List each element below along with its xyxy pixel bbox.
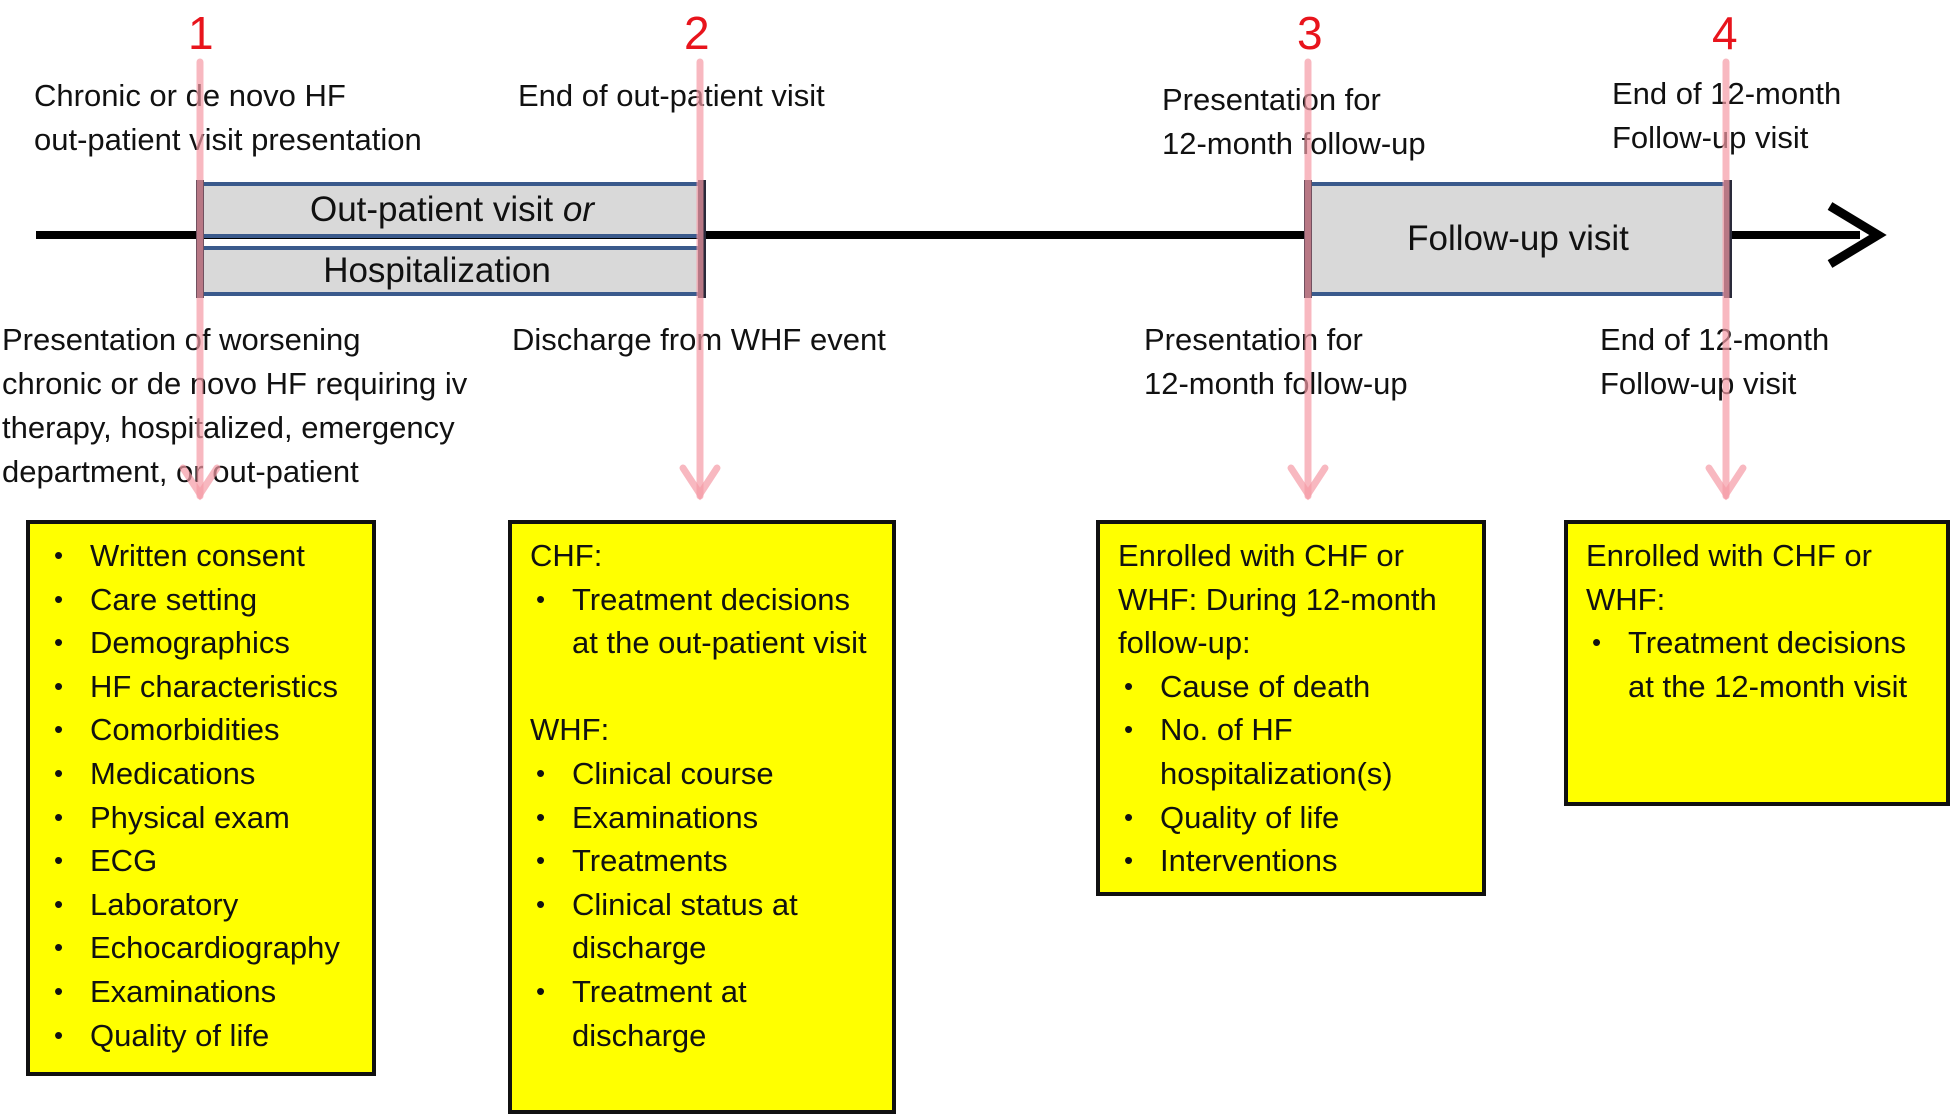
above-label-4: End of 12-month Follow-up visit [1612, 72, 1841, 160]
above-label-2-line: End of out-patient visit [518, 78, 825, 113]
outpatient-visit-text: Out-patient visit [309, 190, 554, 229]
marker-number-1: 1 [188, 7, 214, 59]
box-3-heading: Enrolled with CHF or WHF: During 12-mont… [1118, 538, 1437, 661]
box-2-whf-item: Clinical course [530, 752, 878, 796]
box-2-whf-list: Clinical course Examinations Treatments … [530, 752, 878, 1057]
below-label-1-line: department, or out-patient [2, 454, 359, 489]
followup-visit-text: Follow-up visit [1407, 219, 1629, 258]
marker-arrowhead-4 [1705, 464, 1747, 501]
marker-arrowhead-2 [679, 464, 721, 501]
marker-arrowhead-3 [1287, 464, 1329, 501]
box-3-item: Quality of life [1118, 796, 1468, 840]
box-1-item: Echocardiography [48, 926, 358, 970]
box-1-item: Medications [48, 752, 358, 796]
box-1-item: Care setting [48, 578, 358, 622]
box-2-spacer [530, 665, 878, 709]
box-1-item: Quality of life [48, 1014, 358, 1058]
box-1-item: HF characteristics [48, 665, 358, 709]
box-1-item: Demographics [48, 621, 358, 665]
below-label-1-line: chronic or de novo HF requiring iv [2, 366, 468, 401]
below-label-3-line: 12-month follow-up [1144, 366, 1408, 401]
above-label-3-line: 12-month follow-up [1162, 126, 1426, 161]
above-label-4-line: Follow-up visit [1612, 120, 1809, 155]
box-1-item: Written consent [48, 534, 358, 578]
box-1-item: ECG [48, 839, 358, 883]
below-label-4-line: Follow-up visit [1600, 366, 1797, 401]
box-3-item: Cause of death [1118, 665, 1468, 709]
box-1-item: Comorbidities [48, 708, 358, 752]
below-label-1: Presentation of worsening chronic or de … [2, 318, 467, 494]
data-box-3: Enrolled with CHF or WHF: During 12-mont… [1096, 520, 1486, 896]
box-3-item: Interventions [1118, 839, 1468, 883]
box-3-item: No. of HF hospitalization(s) [1118, 708, 1468, 795]
box-2-chf-list: Treatment decisions at the out-patient v… [530, 578, 878, 665]
above-label-1: Chronic or de novo HF out-patient visit … [34, 74, 422, 162]
box-1-item: Physical exam [48, 796, 358, 840]
box-2-whf-item: Clinical status at discharge [530, 883, 878, 970]
below-label-4: End of 12-month Follow-up visit [1600, 318, 1829, 406]
above-label-4-line: End of 12-month [1612, 76, 1842, 111]
box-2-whf-item: Examinations [530, 796, 878, 840]
marker-number-2: 2 [684, 7, 710, 59]
box-1-list: Written consent Care setting Demographic… [48, 534, 358, 1057]
above-label-1-line: Chronic or de novo HF [34, 78, 346, 113]
box-2-chf-item: Treatment decisions at the out-patient v… [530, 578, 878, 665]
box-2-whf-item: Treatment at discharge [530, 970, 878, 1057]
data-box-1: Written consent Care setting Demographic… [26, 520, 376, 1076]
marker-number-4: 4 [1712, 7, 1738, 59]
outpatient-or-text: or [562, 190, 594, 229]
timeline-arrowhead [1827, 202, 1887, 268]
outpatient-visit-bar: Out-patient visit or [200, 182, 704, 238]
hospitalization-text: Hospitalization [323, 251, 551, 290]
below-label-2: Discharge from WHF event [512, 318, 886, 362]
box-4-item: Treatment decisions at the 12-month visi… [1586, 621, 1932, 708]
above-label-3-line: Presentation for [1162, 82, 1381, 117]
above-label-1-line: out-patient visit presentation [34, 122, 422, 157]
below-label-1-line: Presentation of worsening [2, 322, 361, 357]
box-4-list: Treatment decisions at the 12-month visi… [1586, 621, 1932, 708]
marker-number-3: 3 [1297, 7, 1323, 59]
data-box-4: Enrolled with CHF or WHF: Treatment deci… [1564, 520, 1950, 806]
below-label-4-line: End of 12-month [1600, 322, 1830, 357]
box-3-list: Cause of death No. of HF hospitalization… [1118, 665, 1468, 883]
box-2-whf-item: Treatments [530, 839, 878, 883]
below-label-3-line: Presentation for [1144, 322, 1363, 357]
above-label-3: Presentation for 12-month follow-up [1162, 78, 1426, 166]
box-1-item: Examinations [48, 970, 358, 1014]
above-label-2: End of out-patient visit [518, 74, 825, 118]
below-label-1-line: therapy, hospitalized, emergency [2, 410, 455, 445]
box-2-chf-heading: CHF: [530, 538, 603, 573]
box-2-whf-heading: WHF: [530, 712, 610, 748]
followup-visit-bar: Follow-up visit [1306, 182, 1730, 296]
below-label-2-line: Discharge from WHF event [512, 322, 886, 357]
hospitalization-bar: Hospitalization [200, 246, 704, 296]
below-label-3: Presentation for 12-month follow-up [1144, 318, 1408, 406]
box-1-item: Laboratory [48, 883, 358, 927]
data-box-2: CHF: Treatment decisions at the out-pati… [508, 520, 896, 1114]
box-4-heading: Enrolled with CHF or WHF: [1586, 538, 1872, 617]
